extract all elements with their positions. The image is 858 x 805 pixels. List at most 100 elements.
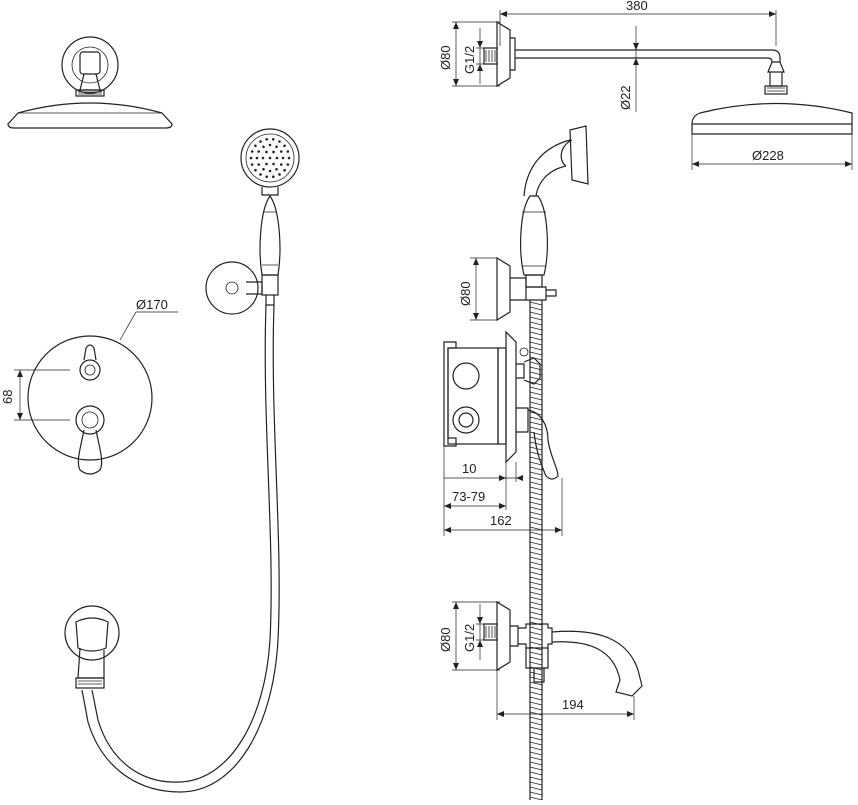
hose-segment <box>529 746 543 751</box>
dim-spout-flange: Ø80 G1/2 <box>438 601 500 671</box>
hose-segment <box>529 561 543 566</box>
side-shower-head <box>691 102 853 135</box>
hose-segment <box>529 786 543 791</box>
dim-mixer-plate-label: Ø170 <box>136 297 168 312</box>
spray-nozzle <box>265 150 268 154</box>
hose-segment <box>529 391 543 396</box>
spray-nozzle <box>286 150 290 153</box>
hose-segment <box>529 306 543 311</box>
side-wall-flange-top <box>483 20 516 88</box>
dim-mixer-plate: Ø170 <box>119 297 178 341</box>
spray-nozzle <box>275 145 278 149</box>
spray-nozzle <box>271 137 275 141</box>
spray-nozzle <box>272 150 275 154</box>
dim-total-depth: 162 <box>444 478 563 536</box>
hose-segment <box>529 516 543 521</box>
hose-segment <box>529 526 543 531</box>
dim-holder-flange: Ø80 <box>458 257 497 321</box>
spray-nozzle <box>265 175 269 179</box>
front-mixer-plate <box>27 335 153 475</box>
hose-segment <box>529 706 543 711</box>
hose-segment <box>529 716 543 721</box>
hose-segment <box>529 471 543 476</box>
hose-segment <box>529 436 543 441</box>
front-shower-head <box>7 36 173 129</box>
hose-segment <box>529 326 543 331</box>
hose-segment <box>529 696 543 701</box>
front-hose <box>81 304 280 793</box>
spray-nozzle <box>254 144 257 148</box>
hose-segment <box>529 431 543 436</box>
hose-segment <box>529 531 543 536</box>
hose-segment <box>529 356 543 361</box>
hose-segment <box>529 586 543 591</box>
dim-holder-flange-label: Ø80 <box>458 281 473 306</box>
hose-segment <box>529 761 543 766</box>
hose-segment <box>529 301 543 306</box>
hose-segment <box>529 766 543 771</box>
hose-segment <box>529 466 543 471</box>
hose-segment <box>529 661 543 666</box>
spray-nozzle <box>275 167 278 171</box>
hose-segment <box>529 311 543 316</box>
hose-segment <box>529 496 543 501</box>
spray-nozzle <box>287 156 291 160</box>
dim-head-diameter-label: Ø228 <box>752 148 784 163</box>
hose-segment <box>529 781 543 786</box>
spray-nozzle <box>265 162 268 166</box>
hose-segment <box>529 336 543 341</box>
hose-segment <box>529 506 543 511</box>
hose-segment <box>529 486 543 491</box>
dim-arm-diameter: Ø22 <box>618 26 640 112</box>
hose-segment <box>529 321 543 326</box>
dim-top-flange-label: Ø80 <box>438 45 453 70</box>
hose-segment <box>529 656 543 661</box>
hose-segment <box>529 381 543 386</box>
hose-segment <box>529 731 543 736</box>
dim-spout-projection-label: 194 <box>562 697 584 712</box>
hose-segment <box>529 546 543 551</box>
side-hose <box>529 300 543 801</box>
dim-arm-length-label: 380 <box>626 0 648 13</box>
hose-segment <box>529 376 543 381</box>
hose-segment <box>529 426 543 431</box>
side-spout-flange <box>483 600 519 672</box>
hose-segment <box>529 616 543 621</box>
hose-segment <box>529 566 543 571</box>
hose-segment <box>529 751 543 756</box>
hose-segment <box>529 396 543 401</box>
dim-spout-flange-label: Ø80 <box>438 627 453 652</box>
hose-segment <box>529 541 543 546</box>
hose-segment <box>529 721 543 726</box>
hose-segment <box>529 776 543 781</box>
dim-total-depth-label: 162 <box>490 513 512 528</box>
spray-nozzle <box>254 168 257 172</box>
hose-segment <box>529 421 543 426</box>
spray-nozzle <box>278 173 281 176</box>
hose-segment <box>529 386 543 391</box>
spray-nozzle <box>265 137 269 141</box>
hose-segment <box>529 651 543 656</box>
hose-segment <box>529 741 543 746</box>
spray-nozzle <box>272 162 275 166</box>
spray-nozzle <box>257 163 261 166</box>
hose-segment <box>529 636 543 641</box>
spray-nozzle <box>271 175 275 179</box>
hose-segment <box>529 726 543 731</box>
hose-segment <box>529 351 543 356</box>
spray-nozzle <box>283 144 286 148</box>
side-holder-flange <box>496 256 557 322</box>
hose-segment <box>529 701 543 706</box>
spray-nozzle <box>268 156 272 160</box>
front-spout <box>64 605 120 689</box>
hose-segment <box>529 406 543 411</box>
hose-segment <box>529 791 543 796</box>
spray-nozzle <box>259 140 262 143</box>
hose-segment <box>529 596 543 601</box>
hose-segment <box>529 536 543 541</box>
hose-segment <box>529 316 543 321</box>
dim-body-depth: 73-79 <box>443 446 507 536</box>
spray-nozzle <box>259 173 262 176</box>
dim-spout-thread-label: G1/2 <box>462 624 477 652</box>
